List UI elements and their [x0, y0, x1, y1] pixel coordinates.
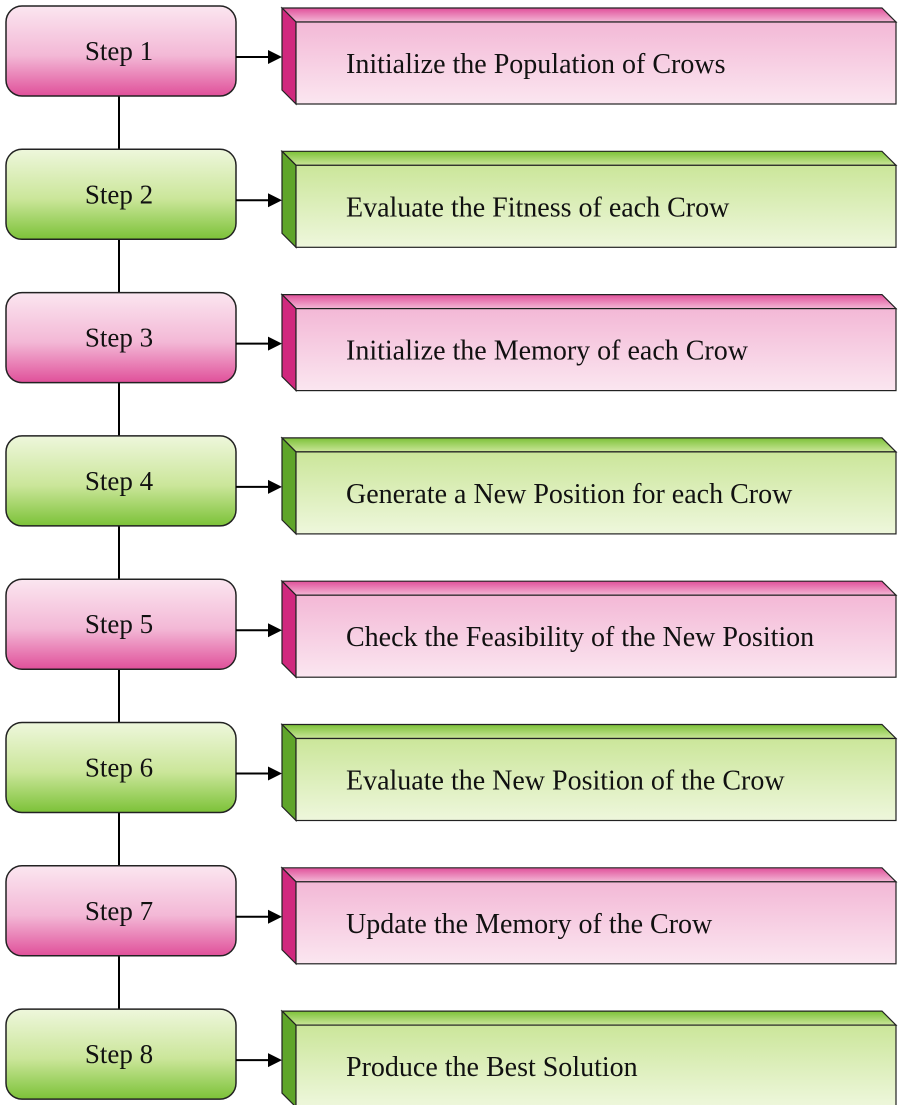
description-box-side: [281, 579, 297, 679]
step-box: [5, 435, 237, 527]
arrow-head-icon: [268, 766, 282, 781]
step-description: Update the Memory of the Crow: [346, 909, 713, 940]
step-label: Step 1: [85, 36, 153, 66]
step-box: [5, 721, 237, 814]
step-box: [5, 578, 237, 670]
description-box-side: [281, 6, 297, 106]
step-description: Produce the Best Solution: [346, 1052, 638, 1083]
step-description: Check the Feasibility of the New Positio…: [346, 622, 814, 653]
step-row: Step 2 Evaluate the Fitness of each Crow: [5, 148, 898, 249]
step-description: Initialize the Population of Crows: [346, 49, 726, 80]
description-box: [295, 737, 897, 822]
step-row: Step 5 Check the Feasibility of the New P…: [5, 578, 898, 679]
arrow-head-icon: [268, 1053, 282, 1068]
step-row: Step 3 Initialize the Memory of each Crow: [5, 291, 898, 393]
step-label: Step 6: [85, 753, 153, 783]
description-box: [295, 164, 897, 248]
description-box: [295, 451, 897, 535]
step-row: Step 6 Evaluate the New Position of the C…: [5, 721, 898, 822]
step-row: Step 7 Update the Memory of the Crow: [5, 865, 898, 966]
step-description: Evaluate the New Position of the Crow: [346, 766, 785, 797]
description-box: [295, 1024, 897, 1105]
step-box: [5, 291, 237, 384]
arrow-head-icon: [268, 909, 282, 924]
description-box-top: [280, 1010, 898, 1026]
step-description: Initialize the Memory of each Crow: [346, 336, 749, 367]
step-label: Step 7: [85, 896, 153, 926]
description-box-top: [280, 7, 898, 23]
arrow-head-icon: [268, 336, 282, 351]
description-box-top: [280, 580, 898, 596]
description-box-side: [281, 293, 297, 393]
step-row: Step 1 Initialize the Population of Crows: [5, 5, 898, 106]
step-label: Step 8: [85, 1039, 153, 1069]
step-label: Step 5: [85, 609, 153, 639]
step-row: Step 4 Generate a New Position for each C…: [5, 435, 898, 536]
description-box: [295, 881, 897, 965]
description-box-side: [281, 436, 297, 536]
description-box-side: [281, 149, 297, 249]
description-box-side: [281, 723, 297, 822]
description-box: [295, 594, 897, 678]
step-row: Step 8 Produce the Best Solution: [5, 1008, 898, 1105]
step-box: [5, 148, 237, 241]
step-label: Step 2: [85, 179, 153, 209]
step-rows: Step 1 Initialize the Population of Crows…: [5, 5, 898, 1105]
step-label: Step 4: [85, 466, 154, 496]
description-box-top: [280, 294, 898, 310]
description-box-top: [280, 150, 898, 166]
step-label: Step 3: [85, 323, 153, 353]
step-description: Evaluate the Fitness of each Crow: [346, 192, 730, 223]
arrow-head-icon: [268, 50, 282, 64]
step-box: [5, 1008, 237, 1100]
arrow-head-icon: [268, 193, 282, 208]
step-box: [5, 865, 237, 957]
description-box-top: [280, 437, 898, 453]
description-box-top: [280, 723, 898, 740]
description-box-side: [281, 866, 297, 966]
description-box: [295, 308, 897, 392]
description-box-side: [281, 1009, 297, 1105]
step-box: [5, 5, 237, 97]
description-box-top: [280, 867, 898, 883]
step-description: Generate a New Position for each Crow: [346, 479, 793, 510]
description-box: [295, 21, 897, 105]
arrow-head-icon: [268, 623, 282, 638]
arrow-head-icon: [268, 479, 282, 494]
